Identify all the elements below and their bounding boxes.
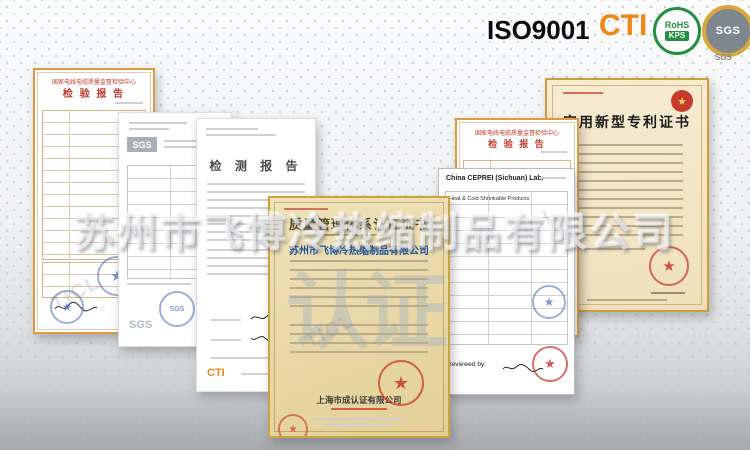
signature-line — [651, 292, 685, 294]
star-icon: ★ — [662, 258, 676, 275]
sgs-logo: SGS — [127, 137, 157, 152]
reviewed-by-label: Reviewed by: — [447, 361, 487, 368]
paragraph-placeholder — [290, 324, 428, 356]
product-name: Heat & Cold Shrinkable Products — [449, 196, 530, 202]
certificate-ceprei-report: China CEPREI (Sichuan) Lab. Heat & Cold … — [438, 168, 575, 395]
inspection-stamp-icon: ★ — [50, 290, 84, 324]
text-line — [541, 151, 567, 153]
text-line — [565, 248, 645, 250]
patent-title: 实用新型专利证书 — [563, 114, 691, 130]
text-line — [115, 102, 143, 104]
issuer-name: 国家电线电缆质量监督检验中心 — [474, 131, 559, 137]
certification-stamp-icon: ★ — [378, 360, 424, 406]
certificate-number-line — [563, 92, 603, 94]
cti-logo: CTI — [599, 9, 648, 42]
rohs-kps-badge-icon: RoHS KPS — [653, 7, 701, 55]
sgs-stamp-icon: SGS — [159, 291, 195, 327]
star-icon: ★ — [544, 356, 556, 371]
text-line — [241, 373, 293, 375]
text-line — [324, 424, 394, 426]
text-line — [164, 146, 208, 148]
rohs-label: RoHS — [664, 19, 690, 30]
text-line — [324, 234, 394, 236]
sgs-stamp-label: SGS — [169, 305, 185, 313]
report-title: 检 验 报 告 — [62, 89, 126, 100]
sgs-badge-icon: SGS — [702, 5, 750, 57]
text-line — [540, 177, 566, 179]
text-line — [206, 128, 258, 130]
text-line — [164, 140, 220, 142]
cti-logo: CTI — [207, 367, 225, 379]
certificate-number-line — [284, 208, 328, 210]
sgs-caption: SGS — [715, 53, 732, 62]
iso9001-text: ISO9001 — [487, 15, 590, 45]
text-line — [129, 122, 187, 124]
red-underline — [331, 408, 387, 410]
company-name: 苏州市飞博冷热缩制品有限公司 — [289, 246, 429, 257]
kps-label: KPS — [664, 30, 690, 42]
certificate-title: 质量管理体系认证证书 — [288, 217, 429, 232]
report-title: 检 测 报 告 — [209, 159, 303, 173]
certificate-quality-management: 质量管理体系认证证书 苏州市飞博冷热缩制品有限公司 认证 上海市成认证有限公司 … — [268, 196, 450, 438]
text-line — [314, 418, 404, 420]
text-line — [211, 357, 293, 359]
text-line — [587, 299, 667, 301]
text-line — [127, 283, 191, 285]
issuer-name: 上海市成认证有限公司 — [316, 395, 402, 405]
star-icon: ★ — [677, 95, 687, 108]
patent-office-stamp-icon: ★ — [649, 246, 689, 286]
text-line — [129, 128, 169, 130]
issuer-name: 国家电线电缆质量监督检验中心 — [51, 80, 136, 86]
lab-name: China CEPREI (Sichuan) Lab. — [446, 175, 544, 182]
paragraph-placeholder — [290, 260, 428, 310]
report-title: 检 验 报 告 — [488, 139, 546, 149]
national-emblem-seal-icon: ★ — [671, 90, 693, 112]
report-table — [445, 191, 568, 345]
star-icon: ★ — [61, 300, 73, 314]
text-line — [211, 319, 241, 321]
paragraph-placeholder — [565, 144, 683, 240]
sgs-badge-label: SGS — [715, 25, 741, 37]
lab-stamp-icon: ★ — [532, 346, 568, 382]
star-icon: ★ — [288, 423, 298, 435]
text-line — [211, 339, 241, 341]
text-line — [206, 134, 276, 136]
sgs-watermark: SGS — [129, 319, 153, 331]
star-icon: ★ — [543, 295, 555, 309]
star-icon: ★ — [392, 372, 410, 393]
lab-stamp-icon: ★ — [532, 285, 566, 319]
certification-stamp-icon: ★ — [278, 414, 308, 436]
